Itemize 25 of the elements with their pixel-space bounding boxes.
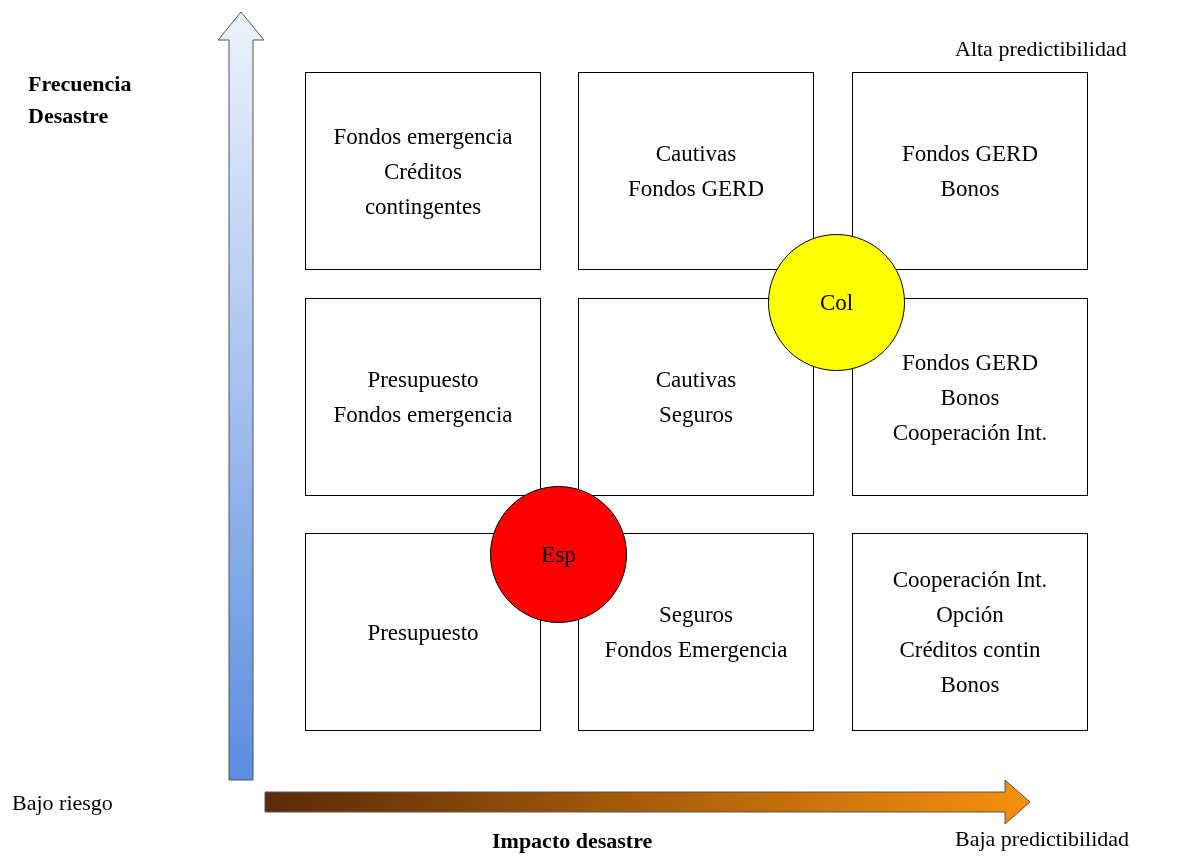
axis-label: Frecuencia Desastre [28,70,133,130]
box-text: Cautivas Seguros [655,366,737,429]
matrix-box [305,72,541,270]
axis-label: Alta predictibilidad [955,36,1127,62]
box-text: Fondos GERD Bonos Cooperación Int. [892,348,1048,447]
matrix-box [578,533,814,731]
box-text: Cooperación Int. Opción Créditos contin Bonos [892,566,1048,699]
matrix-box [852,72,1088,270]
axis-label: Impacto desastre [492,828,653,854]
matrix-box [852,298,1088,496]
matrix-box [305,533,541,731]
matrix-box [578,298,814,496]
box-text: Cautivas Fondos GERD [627,140,765,203]
box-text: Col [819,289,854,316]
box-text: Presupuesto Fondos emergencia [333,366,513,429]
box-text: Esp [541,541,576,568]
box-text: Seguros Fondos Emergencia [604,601,788,664]
box-text: Fondos emergencia Créditos contingentes [332,122,514,221]
matrix-box [852,533,1088,731]
box-text: Fondos GERD Bonos [901,140,1039,203]
box-text: Presupuesto [367,618,479,647]
matrix-box [305,298,541,496]
axis-label: Baja predictibilidad [955,826,1130,852]
matrix-box [578,72,814,270]
axis-label: Bajo riesgo [12,790,113,816]
